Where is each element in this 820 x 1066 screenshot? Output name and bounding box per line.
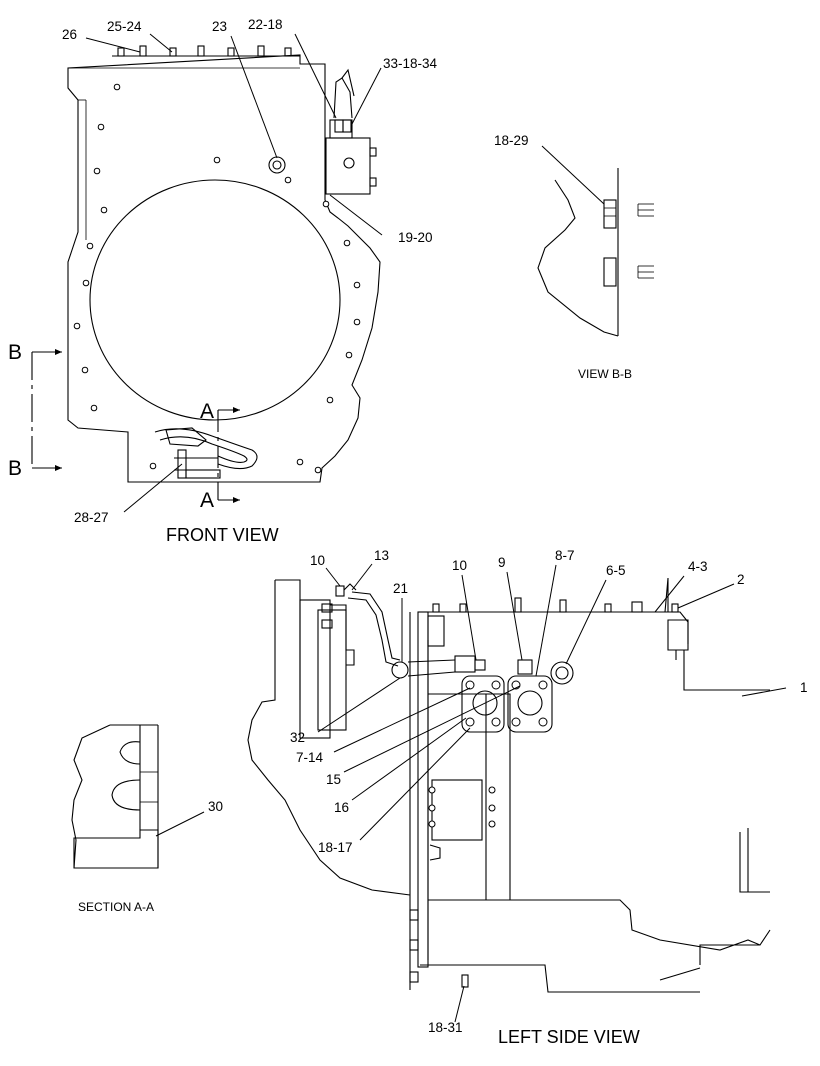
callout-1: 1	[800, 680, 808, 695]
section-mark-a-top: A	[200, 400, 214, 423]
callout-8-7: 8-7	[555, 548, 575, 563]
bolt-18-31	[461, 974, 469, 988]
side-callouts: 10 13 21 10 9 8-7 6-5 4-3 2 1 32 7-14 15	[290, 548, 808, 1035]
section-mark-b-top: B	[8, 341, 22, 364]
callout-13: 13	[374, 548, 389, 563]
left-side-view-title: LEFT SIDE VIEW	[498, 1027, 640, 1047]
sensor-28-27	[177, 449, 187, 479]
section-line-b: B B	[8, 341, 62, 480]
front-view-title: FRONT VIEW	[166, 525, 279, 545]
flywheel-bore	[89, 179, 341, 421]
plug-23	[268, 156, 286, 174]
callout-30: 30	[208, 799, 223, 814]
bore-bolt-holes	[73, 83, 361, 474]
flange-pair	[461, 675, 553, 733]
flywheel-housing-outline	[67, 54, 381, 483]
section-mark-a-bottom: A	[200, 489, 214, 512]
callout-23: 23	[212, 19, 227, 34]
callout-22-18: 22-18	[248, 17, 283, 32]
top-rail-bolts	[432, 597, 679, 613]
callout-15: 15	[326, 772, 341, 787]
section-mark-b-bottom: B	[8, 457, 22, 480]
view-b-b-title: VIEW B-B	[578, 367, 632, 381]
section-line-a: A A	[200, 400, 240, 512]
callout-28-27: 28-27	[74, 510, 109, 525]
callout-18-29: 18-29	[494, 133, 529, 148]
section-a-a-title: SECTION A-A	[78, 900, 154, 914]
callout-18-17: 18-17	[318, 840, 353, 855]
front-view: A A B B 26 25-24 23 22-18 33-18-34 19-20	[8, 17, 438, 545]
bracket-19-20	[325, 68, 377, 195]
callout-32: 32	[290, 730, 305, 745]
callout-26: 26	[62, 27, 77, 42]
fitting-21	[391, 661, 409, 679]
callout-4-3: 4-3	[688, 559, 708, 574]
callout-6-5: 6-5	[606, 563, 626, 578]
top-bolts	[112, 45, 300, 57]
callout-19-20: 19-20	[398, 230, 433, 245]
drain-tube	[154, 427, 258, 479]
callout-21: 21	[393, 581, 408, 596]
callout-9: 9	[498, 555, 506, 570]
fitting-10a	[335, 585, 345, 597]
callout-33-18-34: 33-18-34	[383, 56, 438, 71]
callout-18-31: 18-31	[428, 1020, 463, 1035]
callout-2: 2	[737, 572, 745, 587]
callout-25-24: 25-24	[107, 19, 142, 34]
callout-10-mid: 10	[452, 558, 467, 573]
plug-6-5	[550, 661, 574, 685]
fitting-9	[517, 659, 533, 675]
callout-10-top: 10	[310, 553, 325, 568]
section-a-a: 30 SECTION A-A	[71, 724, 223, 914]
fitting-10b	[454, 655, 476, 673]
left-side-view: 10 13 21 10 9 8-7 6-5 4-3 2 1 32 7-14 15	[247, 548, 808, 1047]
front-callouts: 26 25-24 23 22-18 33-18-34 19-20 28-27	[62, 17, 438, 525]
view-b-b: 18-29 VIEW B-B	[494, 133, 654, 381]
callout-7-14: 7-14	[296, 750, 324, 765]
bolt-18-29	[603, 199, 617, 229]
callout-16: 16	[334, 800, 349, 815]
